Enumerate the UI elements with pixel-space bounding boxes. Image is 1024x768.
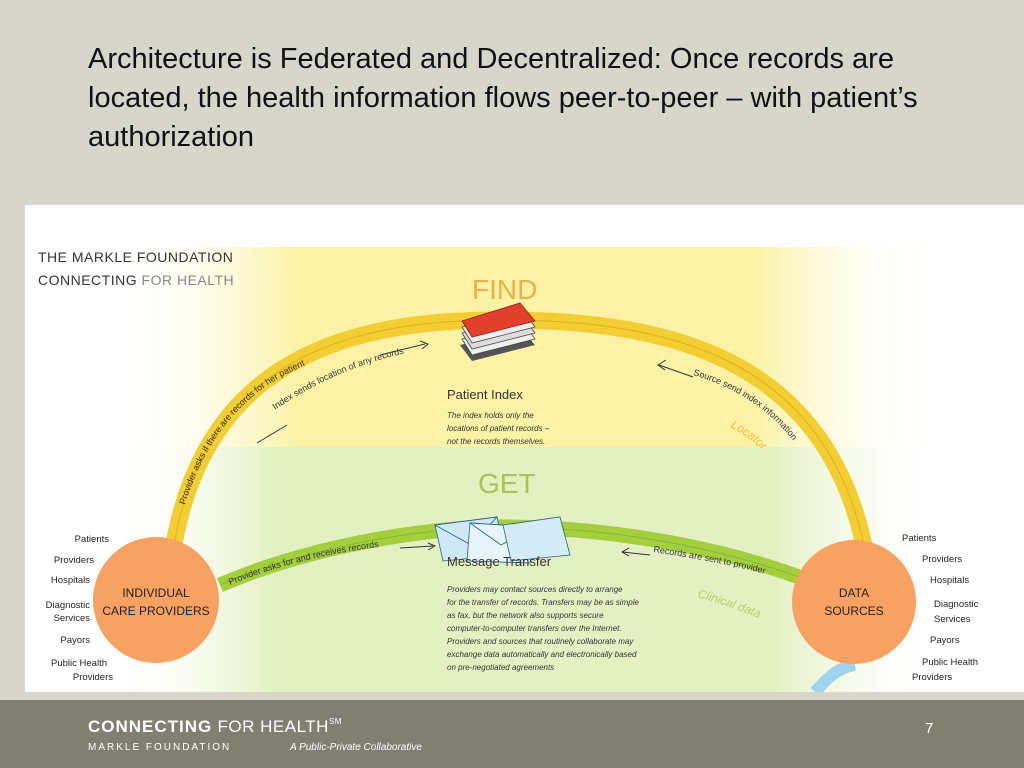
- arrow-source-send-head: [657, 359, 667, 371]
- patient-index-title: Patient Index: [447, 387, 523, 402]
- mt-desc-6: exchange data automatically and electron…: [447, 650, 637, 659]
- footer: CONNECTING FOR HEALTHSM MARKLE FOUNDATIO…: [0, 700, 1024, 768]
- slide-title: Architecture is Federated and Decentrali…: [88, 43, 918, 153]
- architecture-diagram: THE MARKLE FOUNDATION CONNECTING FOR HEA…: [25, 205, 1024, 692]
- left-circle-line2: CARE PROVIDERS: [102, 604, 209, 618]
- message-transfer-title: Message Transfer: [447, 554, 552, 569]
- org-line2: CONNECTING FOR HEALTH: [38, 272, 234, 288]
- arrow-index-sends-head: [419, 340, 429, 350]
- patient-index-desc-2: locations of patient records –: [447, 424, 550, 433]
- diagram-canvas: THE MARKLE FOUNDATION CONNECTING FOR HEA…: [38, 247, 979, 692]
- arrow-records-sent-head: [620, 547, 630, 557]
- footer-brand: CONNECTING FOR HEALTHSM: [88, 717, 342, 736]
- org-line1: THE MARKLE FOUNDATION: [38, 249, 233, 265]
- mt-desc-7: on pre-negotiated agreements: [447, 663, 554, 672]
- left-list-services: Services: [54, 613, 91, 624]
- arrow-records-sent: [622, 551, 651, 556]
- find-label: FIND: [472, 274, 537, 305]
- right-list-providers-2: Providers: [912, 672, 952, 683]
- patient-index-desc-1: The index holds only the: [447, 411, 534, 420]
- title-area: Architecture is Federated and Decentrali…: [0, 0, 1024, 205]
- left-list-providers-2: Providers: [73, 672, 113, 683]
- mt-desc-4: computer-to-computer transfers over the …: [447, 624, 622, 633]
- mt-desc-2: for the transfer of records. Transfers m…: [447, 598, 639, 607]
- arrow-provider-asks: [256, 424, 288, 444]
- right-circle-line2: SOURCES: [824, 604, 883, 618]
- mt-desc-5: Providers and sources that routinely col…: [447, 637, 634, 646]
- get-label: GET: [478, 468, 536, 499]
- left-list-providers: Providers: [54, 555, 94, 566]
- arrow-source-send: [658, 364, 694, 378]
- right-list-providers: Providers: [922, 554, 962, 565]
- left-list-patients: Patients: [75, 534, 110, 545]
- mt-desc-3: as fax, but the network also supports se…: [447, 611, 604, 620]
- left-list-payors: Payors: [60, 635, 90, 646]
- right-list-payors: Payors: [930, 635, 960, 646]
- arrow-provider-receives-head: [427, 542, 437, 551]
- right-circle-line1: DATA: [839, 586, 869, 600]
- individual-care-providers-circle: [93, 537, 219, 663]
- footer-tagline: A Public-Private Collaborative: [290, 742, 422, 753]
- right-list-diagnostic: Diagnostic: [934, 599, 979, 610]
- right-list-public-health: Public Health: [922, 657, 978, 668]
- message-transfer-envelope-icon: [433, 516, 571, 564]
- left-list-hospitals: Hospitals: [51, 575, 90, 586]
- mt-desc-1: Providers may contact sources directly t…: [447, 585, 623, 594]
- arrow-index-sends: [379, 343, 426, 356]
- blue-flow: [810, 659, 857, 692]
- page-number: 7: [925, 720, 934, 737]
- patient-index-desc-3: not the records themselves.: [447, 437, 545, 446]
- right-list-patients: Patients: [902, 533, 937, 544]
- right-list-hospitals: Hospitals: [930, 575, 969, 586]
- left-list-public-health: Public Health: [51, 658, 107, 669]
- right-list-services: Services: [934, 614, 971, 625]
- data-sources-circle: [792, 540, 916, 664]
- left-list-diagnostic: Diagnostic: [46, 600, 91, 611]
- arrow-provider-receives: [399, 545, 434, 549]
- left-circle-line1: INDIVIDUAL: [122, 586, 190, 600]
- footer-sub: MARKLE FOUNDATION: [88, 742, 232, 753]
- patient-index-book-icon: [460, 302, 536, 361]
